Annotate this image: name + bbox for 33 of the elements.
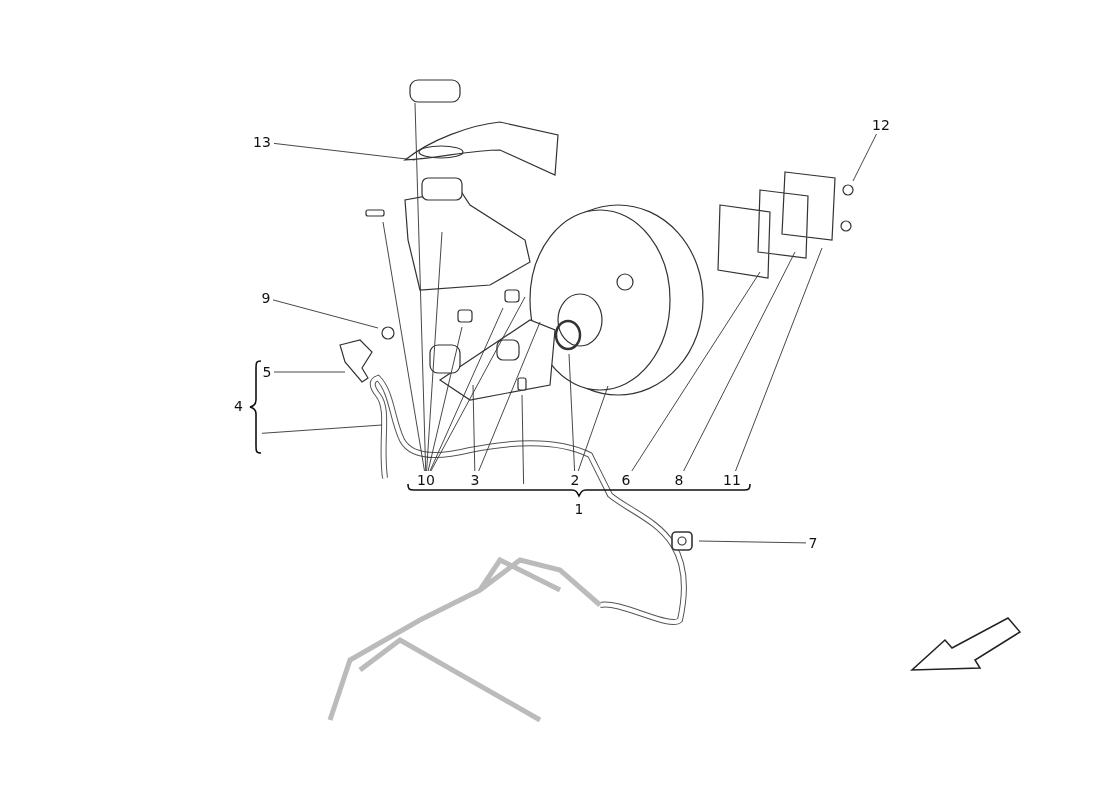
callout-number: 6 <box>620 472 632 488</box>
callout-number: 10 <box>416 472 436 488</box>
leader-line <box>631 271 761 472</box>
leader-line <box>382 221 425 472</box>
leader-line <box>430 296 526 472</box>
leader-line <box>273 371 346 373</box>
callout-number: 11 <box>722 472 742 488</box>
callout-number: 12 <box>871 117 891 133</box>
leader-line <box>683 251 796 472</box>
leader-line <box>698 540 807 544</box>
leader-line <box>521 394 525 485</box>
callout-number: 9 <box>260 290 272 306</box>
callout-number: 13 <box>252 134 272 150</box>
leader-line <box>414 102 427 472</box>
callout-number: 3 <box>469 472 481 488</box>
leader-line <box>472 384 476 472</box>
callout-number: 2 <box>569 472 581 488</box>
leader-line <box>429 307 504 472</box>
callout-number: 5 <box>261 364 273 380</box>
leader-line <box>261 424 383 434</box>
callout-number: 1 <box>574 501 584 517</box>
leader-line <box>852 133 877 182</box>
leader-line <box>478 321 541 472</box>
callout-number: 7 <box>807 535 819 551</box>
leader-line <box>427 326 463 472</box>
leader-line <box>272 299 379 329</box>
leader-line <box>273 142 416 161</box>
leader-line <box>568 353 576 472</box>
callout-number: 8 <box>673 472 685 488</box>
callout-number: 4 <box>234 398 243 414</box>
leader-line <box>577 385 609 472</box>
leader-line <box>735 247 823 472</box>
leader-line <box>426 231 443 472</box>
